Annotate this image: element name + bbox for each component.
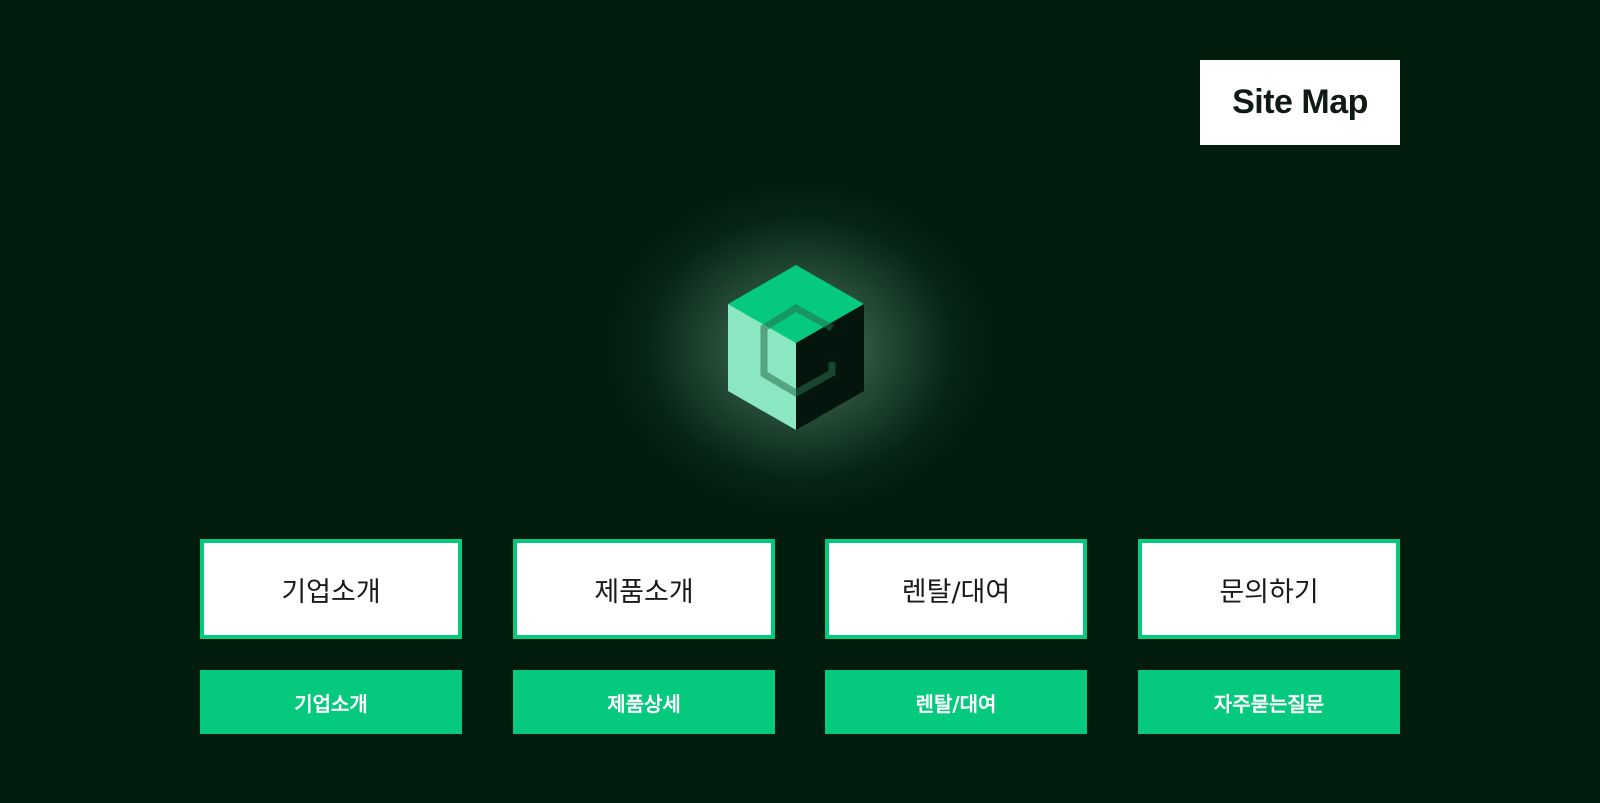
menu-column-rental: 렌탈/대여 렌탈/대여	[825, 539, 1087, 734]
sitemap-title: Site Map	[1200, 60, 1400, 145]
submenu-faq-button[interactable]: 자주묻는질문	[1138, 670, 1400, 734]
menu-column-company: 기업소개 기업소개	[200, 539, 462, 734]
menu-column-inquiry: 문의하기 자주묻는질문	[1138, 539, 1400, 734]
menu-products-button[interactable]: 제품소개	[513, 539, 775, 639]
menu-rental-button[interactable]: 렌탈/대여	[825, 539, 1087, 639]
submenu-company-intro-button[interactable]: 기업소개	[200, 670, 462, 734]
submenu-rental-button[interactable]: 렌탈/대여	[825, 670, 1087, 734]
submenu-product-detail-button[interactable]: 제품상세	[513, 670, 775, 734]
menu-company-button[interactable]: 기업소개	[200, 539, 462, 639]
menu-column-products: 제품소개 제품상세	[513, 539, 775, 734]
menu-inquiry-button[interactable]: 문의하기	[1138, 539, 1400, 639]
cube-logo-icon	[728, 265, 864, 430]
